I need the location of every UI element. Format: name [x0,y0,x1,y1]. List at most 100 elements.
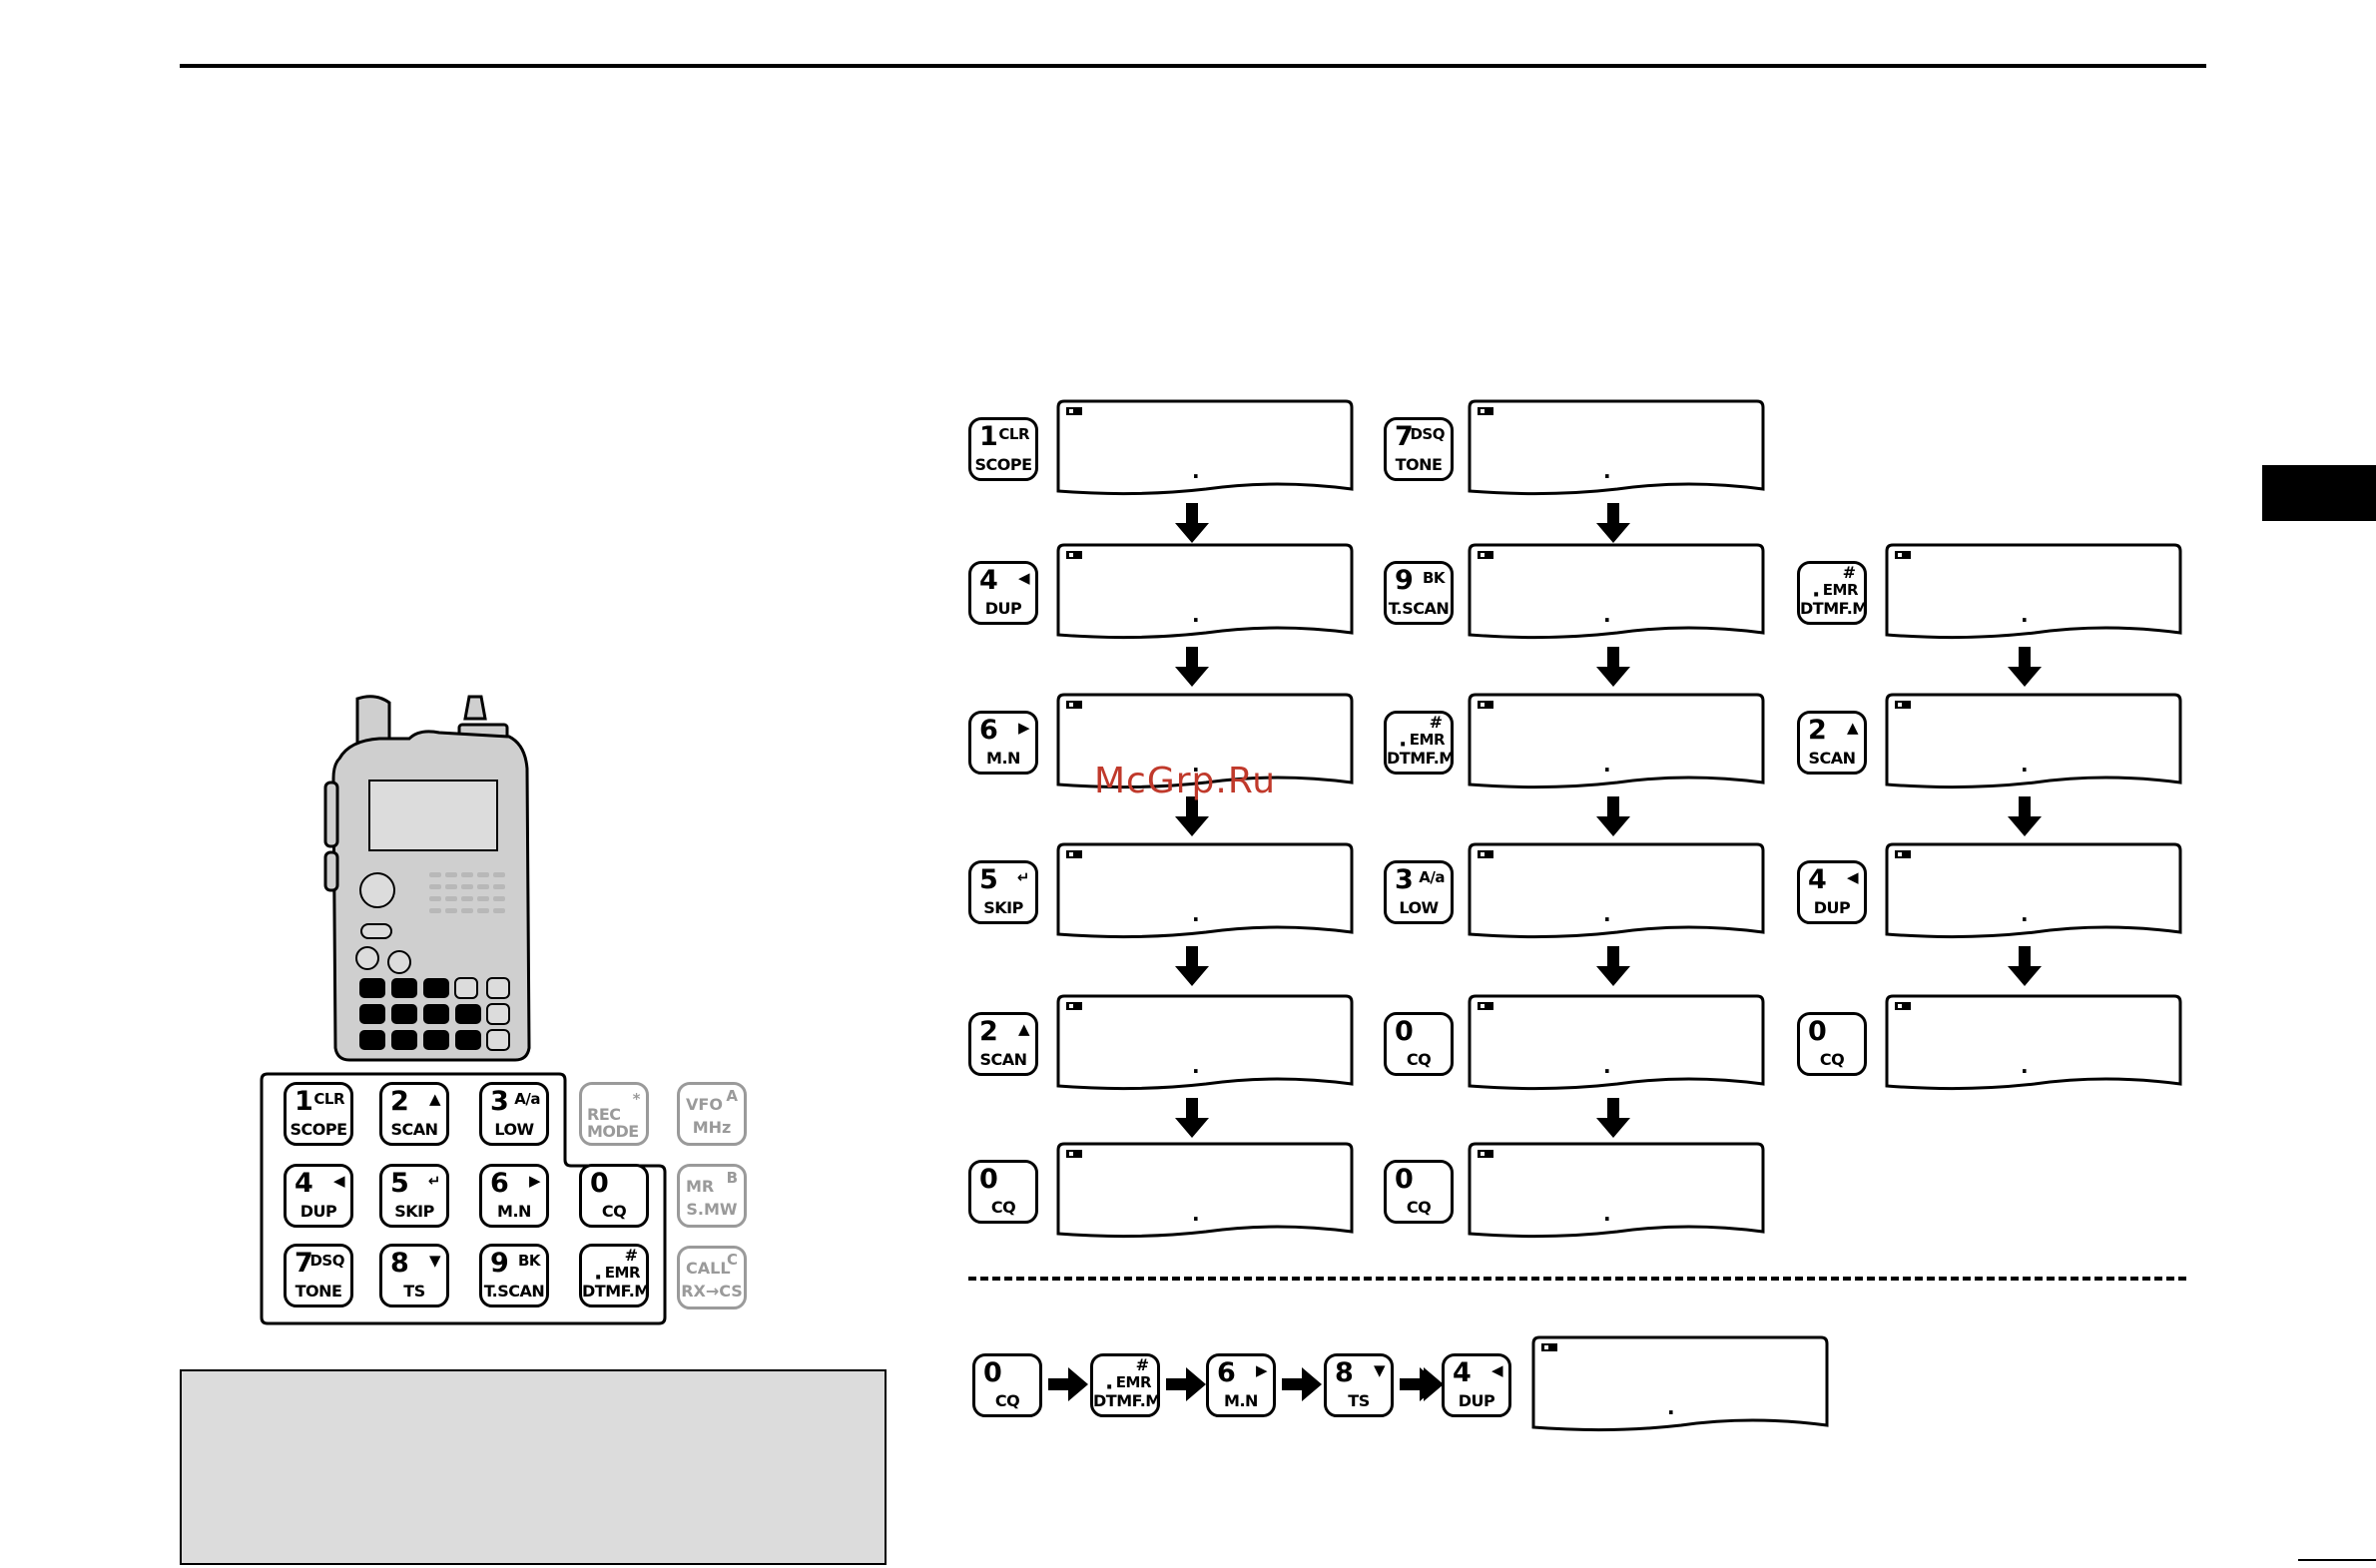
section-tab [2262,465,2376,521]
key-number: 0 [1395,1016,1414,1047]
key-number: 2 [979,1016,998,1047]
lcd-screen-bottom: . [1531,1335,1829,1433]
key-function: RX→CS [681,1282,743,1301]
key-number: 3 [1395,864,1414,895]
battery-icon [1895,1002,1913,1010]
frequency-decimal: . [1603,603,1611,627]
key-number: 4 [1808,864,1827,895]
bottom-seq-key-4[interactable]: 4◀DUP [1442,1353,1511,1417]
key-function: DSQ [1410,425,1445,443]
key-label: LOW [1399,898,1439,917]
radio-illustration [323,695,531,1062]
key-label: SCAN [1808,749,1856,768]
key-2[interactable]: 2▲SCAN [379,1082,449,1146]
down-arrow-icon [1175,647,1209,687]
key-number: · [1105,1375,1114,1400]
down-arrow-icon [1175,1098,1209,1138]
key-function: MHz [692,1118,732,1137]
battery-icon [1066,407,1084,415]
note-box [180,1369,887,1565]
key-function: CLR [313,1090,344,1108]
key-function: EMR [1822,581,1859,599]
seq-key-0-3[interactable]: 5 ↵ SKIP [968,860,1038,924]
key-label: VFO [686,1095,723,1114]
lcd-screen-0-3: . [1056,842,1354,940]
seq-key-0-2[interactable]: 6▶M.N [968,711,1038,775]
seq-key-0-1[interactable]: 4◀DUP [968,561,1038,625]
key-rec[interactable]: *REC MODE [579,1082,649,1146]
seq-key-2-2[interactable]: 4◀DUP [1797,860,1867,924]
key-label: DUP [1458,1391,1495,1410]
key-number: 6 [490,1168,509,1199]
key-label: SCOPE [290,1120,347,1139]
lcd-screen-1-5: . [1468,1142,1765,1240]
key-number: 0 [983,1357,1002,1388]
battery-icon [1478,850,1495,858]
right-arrow-icon [1404,1367,1444,1401]
battery-icon [1066,1002,1084,1010]
key-number: 5 [979,864,998,895]
key-label: DTMF.M [1093,1391,1161,1410]
key-4[interactable]: 4◀DUP [284,1164,353,1228]
lcd-screen-0-4: . [1056,994,1354,1092]
battery-icon [1478,1150,1495,1158]
key-label: DUP [984,599,1022,618]
key-number: · [1812,583,1821,608]
frequency-decimal: . [2021,902,2029,926]
key-function: * [632,1090,641,1108]
key-function: ↵ [427,1172,441,1190]
bottom-seq-key-3[interactable]: 8▼TS [1324,1353,1394,1417]
key-8[interactable]: 8▼TS [379,1244,449,1307]
key-number: 6 [979,715,998,746]
frequency-decimal: . [1192,753,1200,777]
keypad-outline [260,1072,667,1325]
frequency-decimal: . [1603,1054,1611,1078]
down-arrow-icon [2008,796,2042,836]
lcd-screen-1-3: . [1468,842,1765,940]
key-function: ↵ [1016,868,1030,886]
key-5[interactable]: 5↵SKIP [379,1164,449,1228]
key-number: 6 [1217,1357,1236,1388]
key-hash: # [1429,713,1443,732]
lcd-screen-1-4: . [1468,994,1765,1092]
key-letter: C [726,1251,738,1269]
key-label: T.SCAN [1388,599,1450,618]
frequency-decimal: . [1603,753,1611,777]
battery-icon [1478,1002,1495,1010]
lcd-screen-2-3: . [1885,994,2182,1092]
key-function: ▲ [428,1090,441,1108]
right-arrow-icon [1048,1367,1088,1401]
key-function: EMR [1409,731,1446,749]
seq-key-0-4[interactable]: 2▲SCAN [968,1012,1038,1076]
lcd-screen-1-2: . [1468,693,1765,790]
battery-icon [1478,551,1495,559]
seq-key-2-1[interactable]: 2▲SCAN [1797,711,1867,775]
key-6[interactable]: 6▶M.N [479,1164,549,1228]
key-number: 0 [1395,1164,1414,1195]
key-label: SKIP [983,898,1023,917]
bottom-seq-key-2[interactable]: 6▶M.N [1206,1353,1276,1417]
frequency-decimal: . [1667,1395,1675,1419]
key-function: ◀ [1846,868,1859,886]
